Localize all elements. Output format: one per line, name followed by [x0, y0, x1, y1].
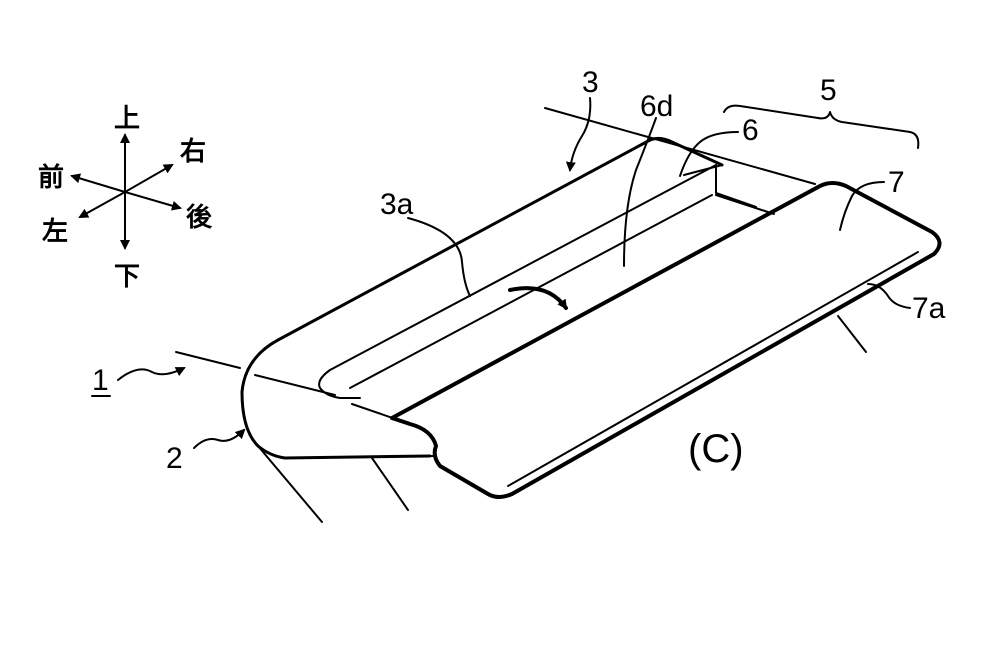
body-left-leg	[257, 445, 323, 523]
leader-2	[193, 428, 246, 449]
leader-3	[565, 97, 592, 172]
ref-label-7a: 7a	[912, 292, 946, 325]
compass-up-label: 上	[114, 104, 140, 134]
ref-label-2: 2	[166, 442, 183, 475]
lid	[287, 181, 942, 499]
compass-rear-arrow	[124, 191, 182, 211]
ref-label-3a: 3a	[380, 188, 414, 221]
leader-6	[679, 131, 739, 177]
lid-inner-edge	[507, 251, 919, 487]
ref-label-3: 3	[582, 66, 599, 99]
body-mid-leg	[371, 457, 409, 511]
recess-back-wall	[683, 164, 723, 176]
ref-label-1: 1	[92, 364, 109, 397]
recess	[318, 164, 775, 399]
compass-right-arrow	[124, 164, 174, 193]
compass-front-arrow	[70, 173, 126, 193]
ref-label-6d: 6d	[640, 90, 673, 123]
recess-side-line	[715, 194, 775, 215]
brace-5	[723, 104, 920, 149]
lid-front-line	[287, 455, 435, 459]
body-back-corner	[648, 136, 724, 167]
rotation-arrow	[508, 286, 568, 310]
reference-labels: 1 2 3 3a 5 6 6d 7 7a	[91, 66, 946, 475]
compass-front-label: 前	[38, 162, 64, 193]
leader-6d	[623, 117, 657, 267]
leader-3a	[407, 217, 471, 297]
front-inner-line	[254, 374, 336, 396]
ref-label-5: 5	[820, 74, 837, 107]
compass-down-label: 下	[114, 262, 140, 292]
leader-1	[117, 367, 186, 381]
direction-compass: 上 下 前 後 左 右	[38, 104, 213, 292]
compass-left-label: 左	[42, 217, 68, 247]
ref-label-6: 6	[742, 114, 759, 147]
ref-label-7: 7	[888, 166, 905, 199]
recess-inner-edge	[715, 164, 757, 208]
body-top-edge	[240, 138, 652, 448]
body-right-leg	[837, 315, 867, 353]
compass-rear-label: 後	[186, 202, 213, 233]
recess-outer-edge	[318, 164, 717, 399]
console-body	[175, 107, 867, 523]
leader-7	[839, 181, 885, 231]
compass-left-arrow	[78, 191, 126, 218]
leader-7a	[867, 283, 911, 309]
lid-outline	[390, 181, 942, 499]
front-extension-line	[175, 351, 241, 369]
recess-floor-line	[349, 194, 713, 389]
compass-right-label: 右	[180, 137, 206, 167]
lid-hinge-line	[351, 403, 411, 425]
leader-lines	[117, 97, 920, 449]
figure-label: (C)	[688, 427, 744, 471]
